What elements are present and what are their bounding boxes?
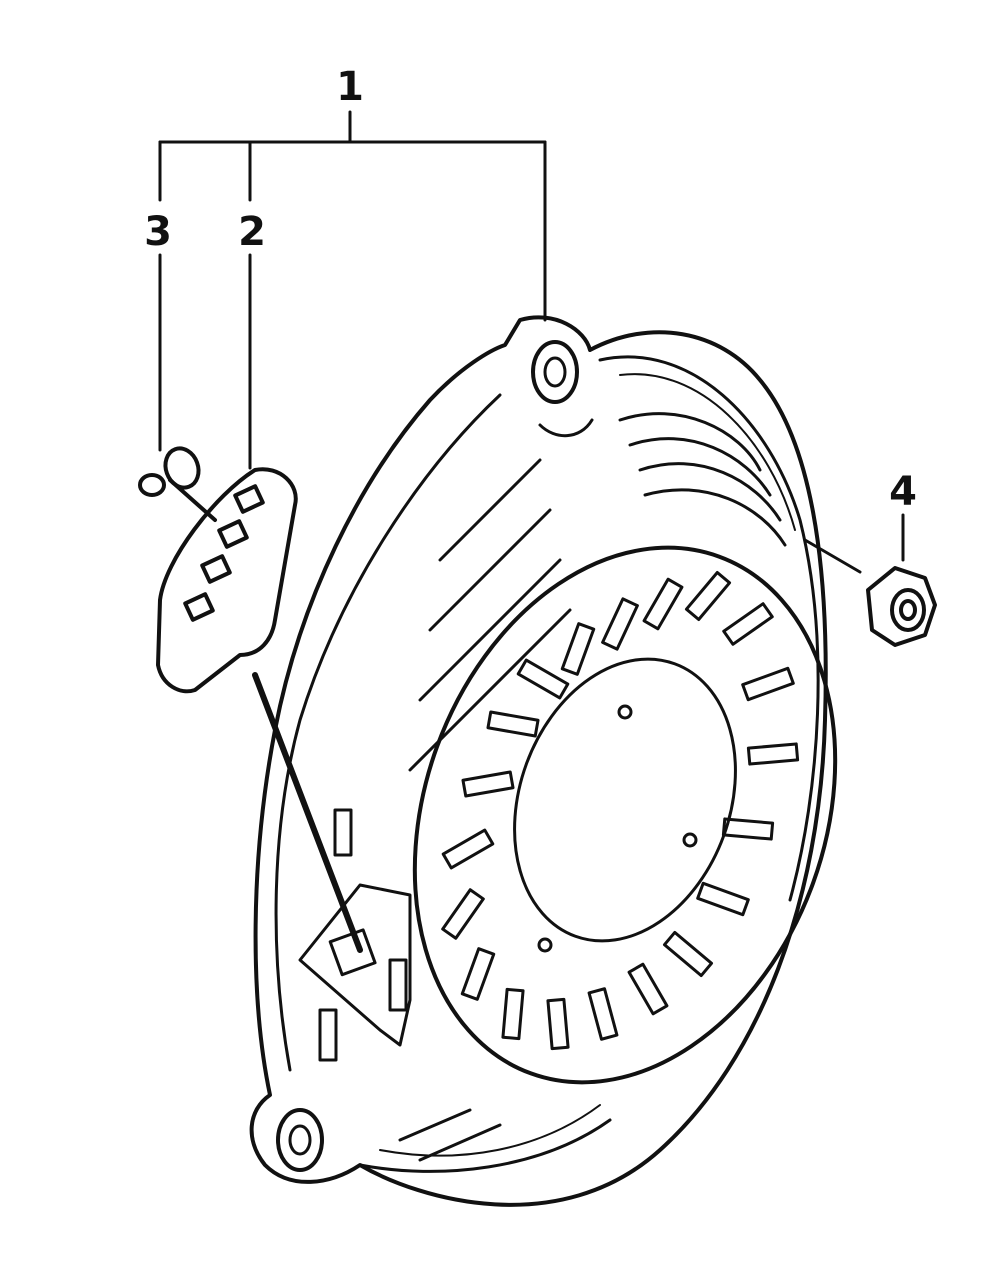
rope-coil	[398, 412, 787, 1162]
callout-4: 4	[889, 469, 917, 515]
flange-nut	[866, 566, 937, 647]
recoil-starter-housing	[249, 315, 838, 1207]
rope-knot-clip	[138, 446, 217, 522]
callout-1: 1	[336, 64, 364, 110]
starter-grip	[156, 467, 298, 694]
rope-guide	[298, 808, 412, 1062]
cooling-slots	[441, 570, 800, 1051]
leader-lines	[158, 110, 905, 574]
callout-2: 2	[238, 209, 266, 255]
callout-3: 3	[144, 209, 172, 255]
starter-rope	[252, 672, 363, 953]
